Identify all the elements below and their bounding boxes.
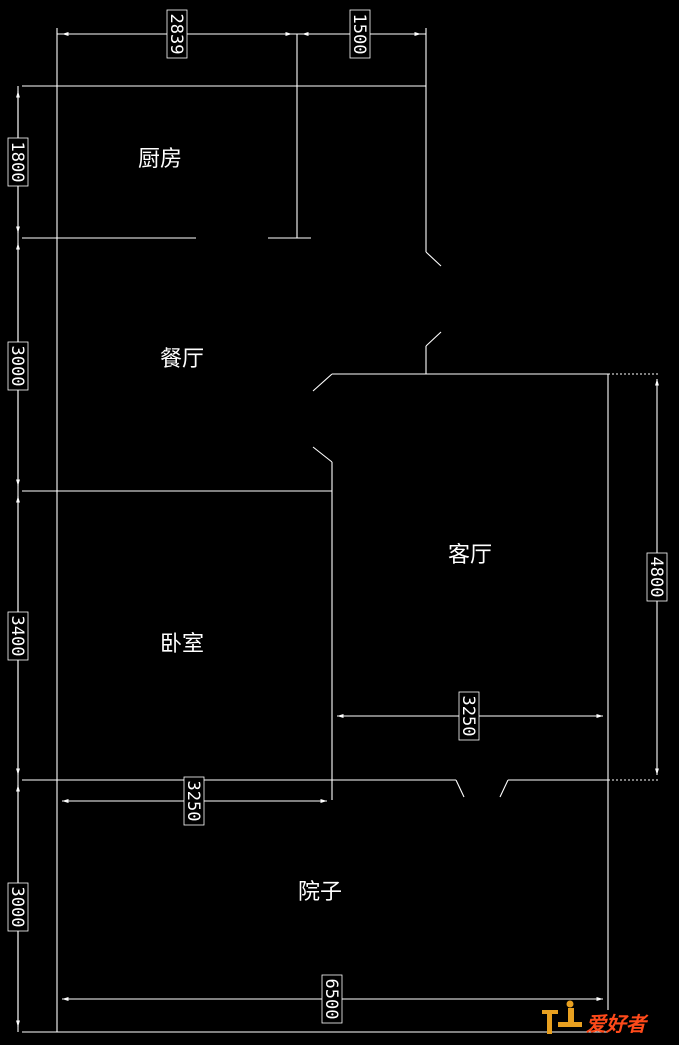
room-label-dining: 餐厅 <box>160 347 204 372</box>
logo-text: 爱好者 <box>586 1012 646 1036</box>
dim-yard-width: 6500 <box>321 979 341 1020</box>
dim-left-bedroom: 3400 <box>7 616 27 657</box>
walls <box>22 34 609 1033</box>
dim-left-dining: 3000 <box>7 346 27 387</box>
room-label-kitchen: 厨房 <box>138 147 182 172</box>
room-label-bedroom: 卧室 <box>160 632 204 657</box>
dim-left-kitchen: 1800 <box>7 142 27 183</box>
watermark-logo: 爱好者 <box>538 1000 668 1040</box>
room-label-yard: 院子 <box>298 880 342 905</box>
dim-right-living: 4800 <box>646 557 666 598</box>
dim-top-right: 1500 <box>349 14 369 55</box>
logo-mark-icon <box>542 1000 582 1034</box>
dim-left-yard: 3000 <box>7 887 27 928</box>
dim-bedroom-width: 3250 <box>183 781 203 822</box>
dim-living-width: 3250 <box>458 696 478 737</box>
room-label-living: 客厅 <box>448 543 492 568</box>
dim-top-left: 2839 <box>166 14 186 55</box>
